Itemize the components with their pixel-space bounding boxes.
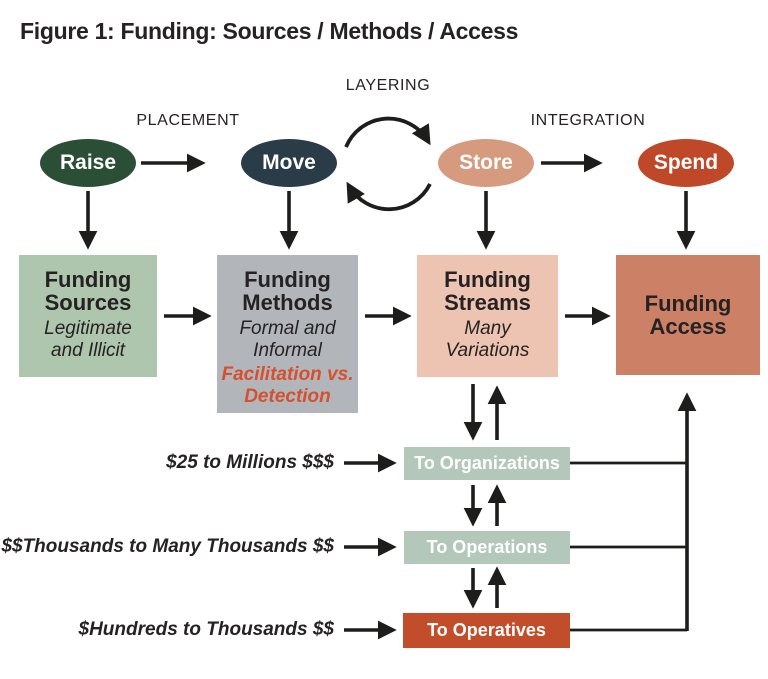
ellipse-store-label: Store [459, 151, 513, 174]
ellipse-move-label: Move [262, 151, 316, 174]
box-funding-methods-title: Funding Methods [242, 267, 333, 315]
box-funding-methods-subtitle: Formal and Informal [239, 318, 336, 361]
ellipse-move: Move [241, 139, 337, 187]
box-funding-methods-highlight: Facilitation vs. Detection [221, 364, 354, 407]
box-funding-methods: Funding Methods Formal and Informal Faci… [217, 255, 358, 413]
bar-to-operations: To Operations [404, 531, 570, 564]
cycle-arrow-top [344, 116, 431, 148]
amount-label-operatives: $Hundreds to Thousands $$ [78, 619, 334, 640]
box-funding-streams: Funding Streams Many Variations [417, 255, 558, 377]
ellipse-store: Store [438, 139, 534, 187]
stage-label-layering: LAYERING [345, 77, 431, 94]
bar-to-operatives: To Operatives [403, 613, 570, 648]
box-funding-streams-subtitle: Many Variations [445, 318, 530, 361]
figure-title: Figure 1: Funding: Sources / Methods / A… [20, 18, 519, 44]
stage-label-integration: INTEGRATION [530, 112, 646, 129]
ellipse-raise: Raise [40, 139, 136, 187]
amount-label-organizations: $25 to Millions $$$ [166, 452, 334, 473]
box-funding-streams-title: Funding Streams [444, 267, 531, 315]
cycle-arrow-bottom [346, 181, 432, 212]
ellipse-spend-label: Spend [653, 151, 719, 174]
box-funding-access: Funding Access [616, 255, 760, 375]
amount-label-operations: $$Thousands to Many Thousands $$ [1, 536, 334, 557]
bar-to-organizations-label: To Organizations [414, 453, 560, 473]
bar-to-organizations: To Organizations [404, 447, 570, 480]
box-funding-access-title: Funding Access [644, 291, 732, 339]
box-funding-sources-title: Funding Sources [44, 267, 132, 315]
ellipse-spend: Spend [638, 139, 734, 187]
stage-label-placement: PLACEMENT [136, 112, 240, 129]
box-funding-sources: Funding Sources Legitimate and Illicit [19, 255, 157, 377]
bar-to-operatives-label: To Operatives [427, 620, 546, 640]
ellipse-raise-label: Raise [59, 151, 117, 174]
box-funding-sources-subtitle: Legitimate and Illicit [44, 318, 132, 361]
bar-to-operations-label: To Operations [426, 537, 548, 557]
